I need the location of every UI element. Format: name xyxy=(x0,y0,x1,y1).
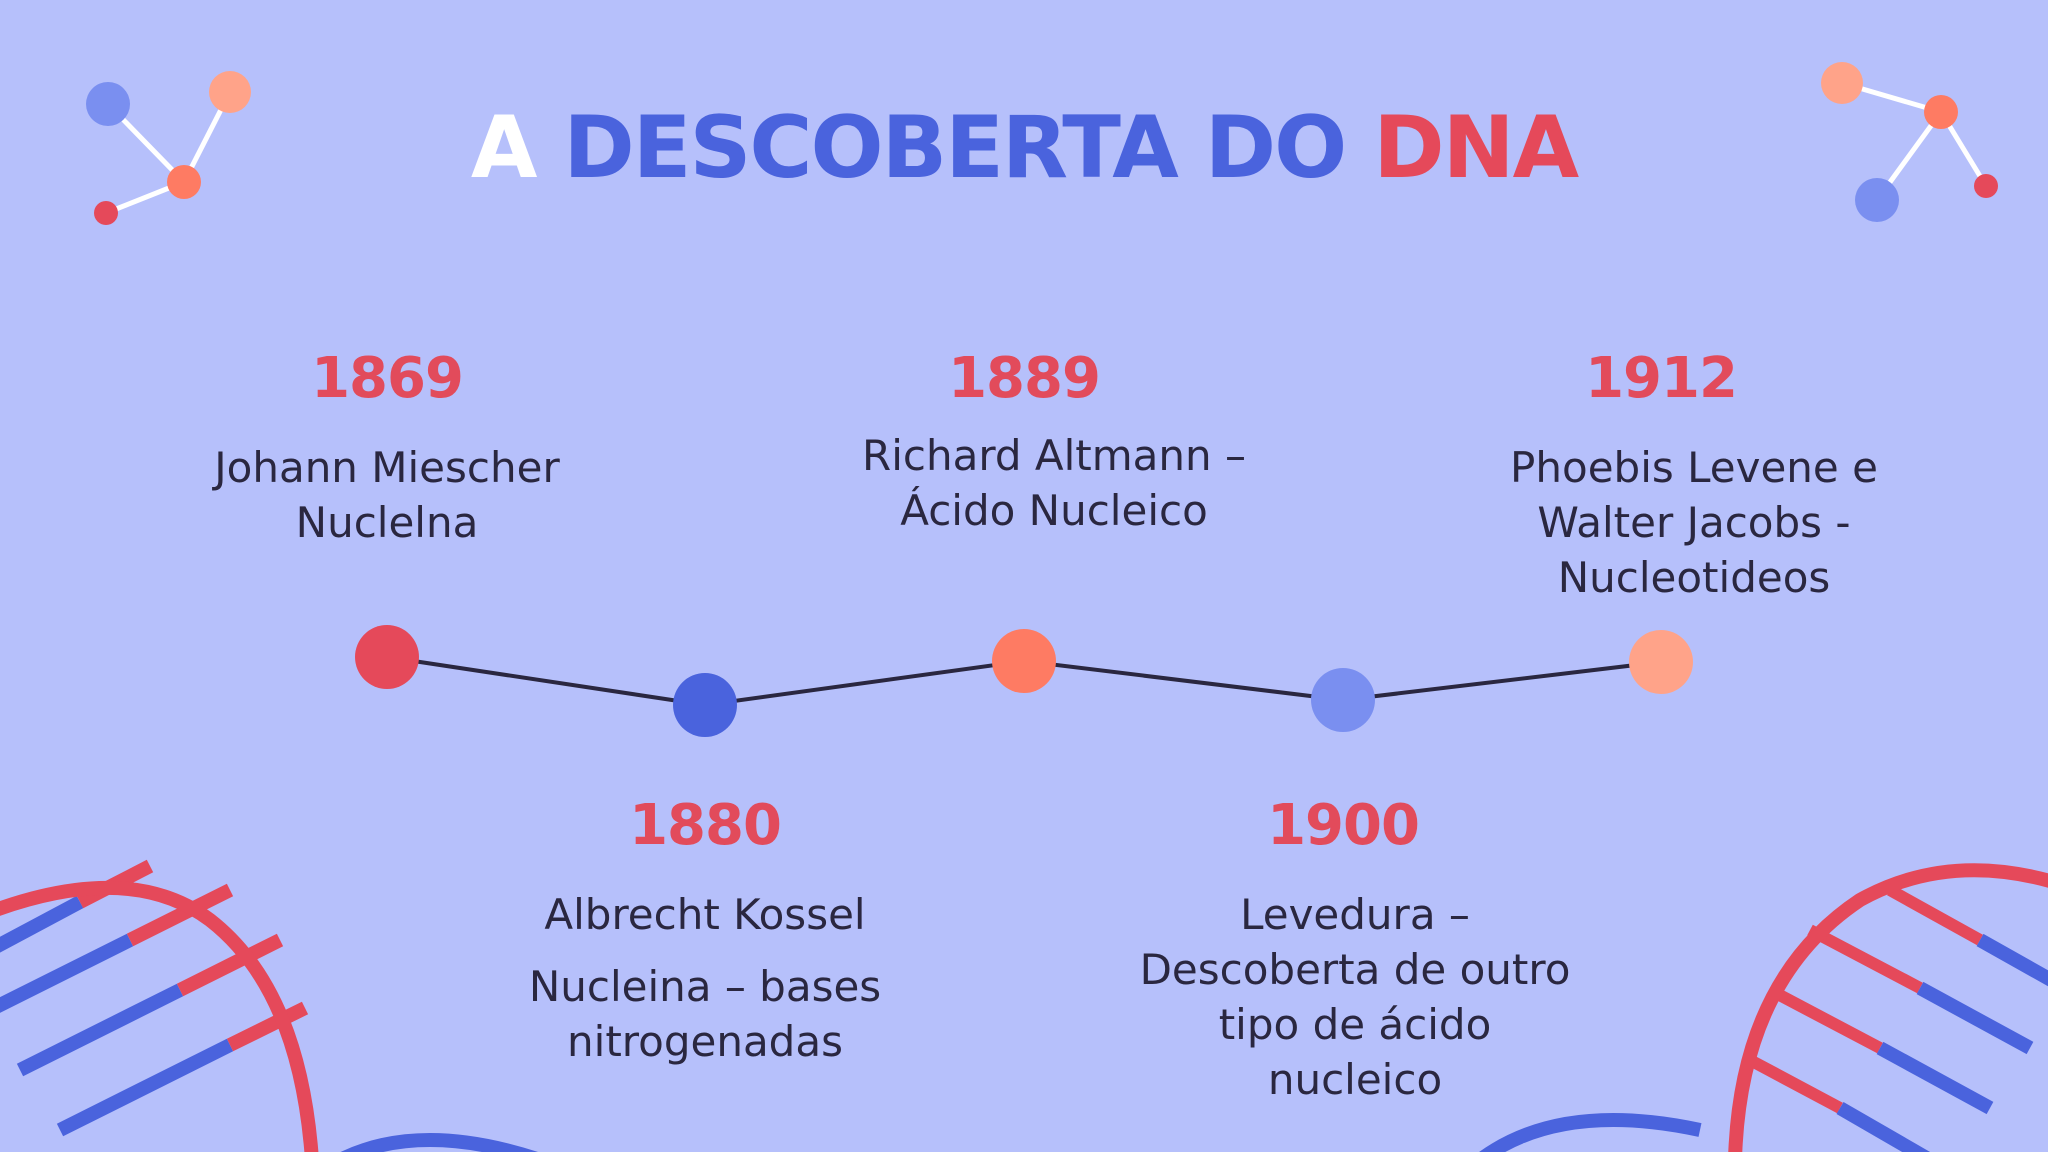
dna-helix-icon-right xyxy=(1479,863,2048,1152)
event-line: Walter Jacobs - xyxy=(1537,498,1851,547)
event-line: Johann Miescher xyxy=(214,443,560,492)
event-line: nitrogenadas xyxy=(567,1017,843,1066)
dna-helix-icon-left xyxy=(0,859,538,1152)
event-line: Descoberta de outro xyxy=(1139,945,1571,994)
event-line: Ácido Nucleico xyxy=(900,486,1208,535)
event-line: Richard Altmann – xyxy=(862,431,1246,480)
event-line: Albrecht Kossel xyxy=(544,890,866,939)
timeline-node-1900 xyxy=(1311,668,1375,732)
event-desc-1912: Phoebis Levene e Walter Jacobs - Nucleot… xyxy=(1464,440,1924,605)
molecule-icon-left xyxy=(86,71,251,225)
page-title: A DESCOBERTA DO DNA xyxy=(0,98,2048,198)
event-desc-1889: Richard Altmann – Ácido Nucleico xyxy=(824,428,1284,538)
event-year-1912: 1912 xyxy=(1585,346,1738,411)
event-year-1900: 1900 xyxy=(1267,793,1420,858)
event-year-1889: 1889 xyxy=(948,346,1101,411)
event-year-1880: 1880 xyxy=(629,793,782,858)
event-desc-1869: Johann Miescher Nuclelna xyxy=(157,440,617,550)
timeline-node-1869 xyxy=(355,625,419,689)
title-part-descoberta: DESCOBERTA DO xyxy=(563,98,1347,198)
event-line: tipo de ácido xyxy=(1218,1000,1492,1049)
title-part-dna: DNA xyxy=(1373,98,1579,198)
timeline-node-1880 xyxy=(673,673,737,737)
event-line: Nuclelna xyxy=(295,498,479,547)
event-year-1869: 1869 xyxy=(311,346,464,411)
event-line: Phoebis Levene e xyxy=(1510,443,1878,492)
event-line: Levedura – xyxy=(1240,890,1470,939)
timeline-node-1912 xyxy=(1629,630,1693,694)
event-desc-1880: Albrecht Kossel Nucleina – bases nitroge… xyxy=(475,887,935,1069)
event-line: nucleico xyxy=(1267,1055,1443,1104)
molecule-icon-right xyxy=(1821,62,1998,222)
timeline-node-1889 xyxy=(992,629,1056,693)
event-desc-1900: Levedura – Descoberta de outro tipo de á… xyxy=(1125,887,1585,1107)
event-line: Nucleotideos xyxy=(1557,553,1831,602)
title-part-a: A xyxy=(470,98,538,198)
event-line: Nucleina – bases xyxy=(528,962,882,1011)
